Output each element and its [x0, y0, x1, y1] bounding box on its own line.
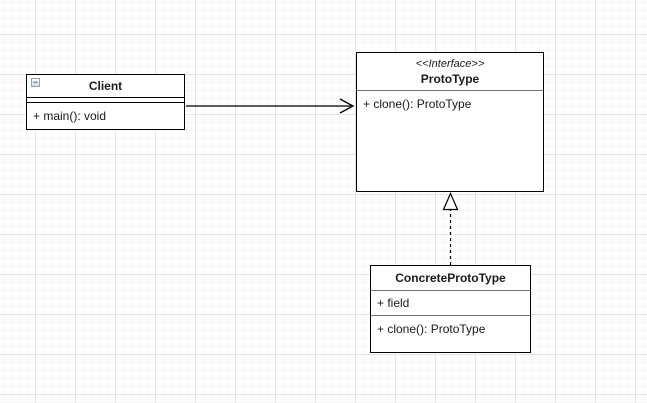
collapse-icon[interactable]: −	[31, 77, 40, 87]
prototype-separator	[357, 90, 543, 91]
prototype-method-clone: + clone(): ProtoType	[363, 97, 472, 111]
client-separator-top	[27, 97, 184, 98]
client-class-name: Client	[88, 79, 123, 93]
concrete-separator-2	[371, 315, 530, 316]
hollow-triangle-arrowhead-icon	[442, 192, 459, 211]
edge-client-to-prototype[interactable]	[186, 98, 355, 114]
concrete-field: + field	[377, 296, 410, 310]
prototype-interface-name: ProtoType	[420, 71, 480, 86]
uml-class-concrete-prototype[interactable]: ConcreteProtoType + field + clone(): Pro…	[370, 265, 531, 353]
concrete-class-name: ConcreteProtoType	[395, 271, 506, 285]
client-title-row: − Client	[27, 75, 184, 97]
uml-interface-prototype[interactable]: <<Interface>> ProtoType + clone(): Proto…	[356, 52, 544, 192]
uml-class-client[interactable]: − Client + main(): void	[26, 74, 185, 130]
prototype-stereotype: <<Interface>>	[415, 57, 485, 70]
open-arrowhead-icon	[339, 98, 355, 114]
prototype-header: <<Interface>> ProtoType	[357, 53, 543, 90]
edge-concrete-to-prototype[interactable]	[442, 192, 459, 266]
concrete-separator-1	[371, 290, 530, 291]
concrete-method-clone: + clone(): ProtoType	[377, 322, 486, 336]
concrete-title-row: ConcreteProtoType	[371, 266, 530, 290]
client-method-main: + main(): void	[33, 109, 107, 123]
client-separator-bottom	[27, 102, 184, 103]
